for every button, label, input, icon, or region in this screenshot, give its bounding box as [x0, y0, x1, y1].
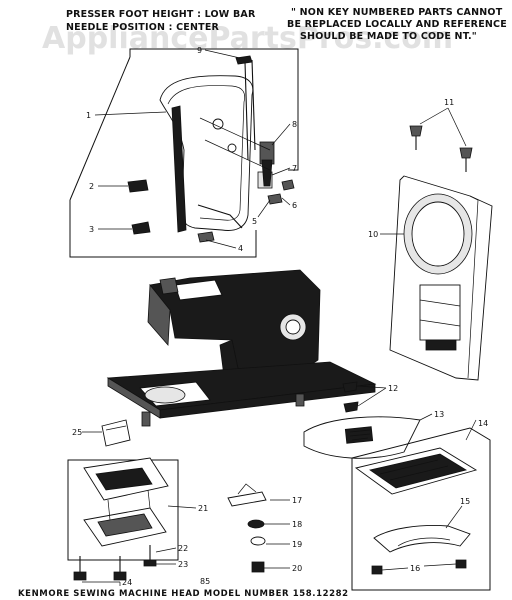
bed-plate-part-13: [303, 413, 433, 459]
callout-10: 10: [368, 230, 378, 239]
presser-foot-height-note: PRESSER FOOT HEIGHT : LOW BAR: [66, 9, 256, 20]
center-stack-parts-17-20: [227, 483, 290, 573]
callout-4: 4: [238, 244, 243, 253]
upper-box-left-edge: [69, 56, 131, 201]
presser-foot-part-25: [82, 419, 131, 447]
non-key-parts-note-line1: " NON KEY NUMBERED PARTS CANNOT: [291, 7, 503, 18]
callout-17: 17: [292, 496, 302, 505]
small-parts-2-3-4: [127, 179, 295, 243]
callout-6: 6: [292, 201, 297, 210]
callout-16: 16: [410, 564, 420, 573]
bed-screws-part-12: [342, 381, 387, 413]
callout-13: 13: [434, 410, 444, 419]
lower-right-box: [351, 427, 491, 591]
needle-position-note: NEEDLE POSITION : CENTER: [66, 22, 220, 33]
callout-1: 1: [86, 111, 91, 120]
callout-14: 14: [478, 419, 488, 428]
page-number: 85: [200, 577, 210, 586]
model-footer: KENMORE SEWING MACHINE HEAD MODEL NUMBER…: [18, 589, 349, 599]
callout-8: 8: [292, 120, 297, 129]
callout-7: 7: [292, 164, 297, 173]
back-cover-part-10: [389, 175, 493, 381]
callout-24: 24: [122, 578, 132, 587]
callout-19: 19: [292, 540, 302, 549]
non-key-parts-note-line3: SHOULD BE MADE TO CODE NT.": [300, 31, 477, 42]
face-cover-part-1: [159, 75, 254, 233]
callout-2: 2: [89, 182, 94, 191]
needle-bar-parts: [199, 55, 275, 189]
callout-9: 9: [197, 46, 202, 55]
upper-box-leader-lines: [94, 49, 291, 249]
lower-left-box: [67, 459, 179, 561]
callout-3: 3: [89, 225, 94, 234]
callout-numbers: 1 2 3 4 5 6 7 8 9 10 11 12 13 14 15 16 1…: [72, 46, 488, 587]
callout-20: 20: [292, 564, 302, 573]
callout-5: 5: [252, 217, 257, 226]
slide-plate-assembly-part-21: [83, 457, 197, 547]
callout-23: 23: [178, 560, 188, 569]
upper-box-bottom: [69, 200, 257, 258]
screws-part-16: [371, 559, 467, 575]
callout-12: 12: [388, 384, 398, 393]
screws-parts-22-23-24: [73, 545, 177, 586]
callout-25: 25: [72, 428, 82, 437]
bracket-part-15: [373, 505, 471, 553]
non-key-parts-note-line2: BE REPLACED LOCALLY AND REFERENCE: [287, 19, 507, 30]
callout-11: 11: [444, 98, 454, 107]
callout-15: 15: [460, 497, 470, 506]
bottom-plate-part-14: [354, 419, 478, 495]
upper-box-top: [129, 48, 299, 171]
callout-22: 22: [178, 544, 188, 553]
callout-21: 21: [198, 504, 208, 513]
callout-18: 18: [292, 520, 302, 529]
watermark: AppliancePartsPros.com: [42, 21, 453, 56]
machine-bed-base: [106, 361, 377, 427]
cover-screws-part-11: [409, 107, 473, 172]
